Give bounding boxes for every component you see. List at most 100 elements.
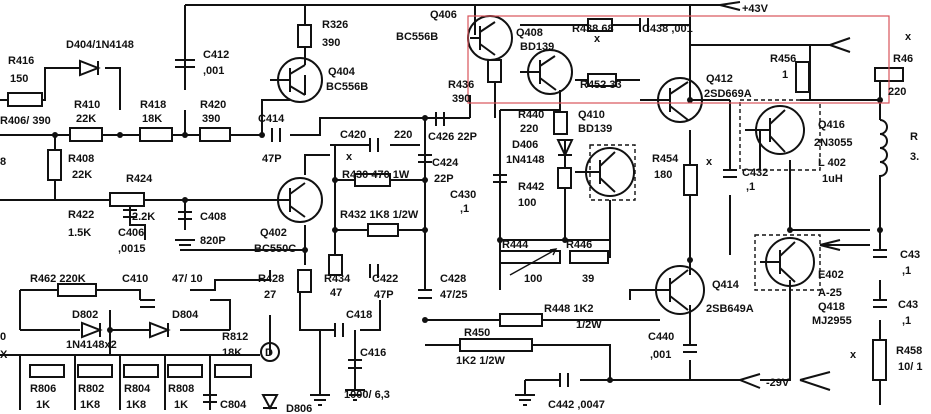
resistor-r806 bbox=[29, 364, 65, 378]
label-r422-ref: R422 bbox=[68, 209, 94, 221]
label-r440-value: 220 bbox=[520, 123, 538, 135]
label-r442-ref: R442 bbox=[518, 181, 544, 193]
label-c416-value: 1000/ 6,3 bbox=[344, 389, 390, 401]
resistor-r428 bbox=[297, 269, 312, 293]
label-r416-ref: R416 bbox=[8, 55, 34, 67]
label-r448-ref: R448 1K2 bbox=[544, 303, 594, 315]
label-q408-ref: Q408 bbox=[516, 27, 543, 39]
label-r450-ref: R450 bbox=[464, 327, 490, 339]
label-r428-ref: R428 bbox=[258, 273, 284, 285]
label-c440-value: ,001 bbox=[650, 349, 671, 361]
label-r418-ref: R418 bbox=[140, 99, 166, 111]
label-d404: D404/1N4148 bbox=[66, 39, 134, 51]
label-r428-value: 27 bbox=[264, 289, 276, 301]
transistor-q418 bbox=[760, 237, 815, 287]
label-c406-a: 2.2K bbox=[132, 211, 155, 223]
resistor-r420 bbox=[199, 127, 231, 142]
label-c410-ref: C410 bbox=[122, 273, 148, 285]
label-r446-value: 39 bbox=[582, 273, 594, 285]
resistor-r462 bbox=[57, 283, 97, 297]
label-q416-ref: Q416 bbox=[818, 119, 845, 131]
label-r812-ref: R812 bbox=[222, 331, 248, 343]
transistor-q412 bbox=[640, 77, 703, 123]
pot-arrow-r444 bbox=[509, 248, 558, 276]
resistor-r408 bbox=[47, 149, 62, 181]
ground-symbols bbox=[175, 239, 535, 406]
capacitor-c418 bbox=[334, 323, 344, 337]
resistor-r326 bbox=[297, 24, 312, 48]
resistor-r454 bbox=[683, 164, 698, 196]
capacitor-c438 bbox=[639, 18, 649, 32]
label-d802: D802 bbox=[72, 309, 98, 321]
labels: +43V -29V R416 150 D404/1N4148 C412 ,001… bbox=[0, 3, 922, 414]
label-r808-ref: R808 bbox=[168, 383, 194, 395]
capacitor-c414 bbox=[271, 128, 281, 142]
label-x-mark-1: x bbox=[594, 33, 601, 45]
label-c418: C418 bbox=[346, 309, 372, 321]
label-x-mark-3: x bbox=[346, 151, 353, 163]
diode-d804 bbox=[149, 321, 171, 339]
label-e402-value: A-25 bbox=[818, 287, 842, 299]
label-r418-value: 18K bbox=[142, 113, 162, 125]
transistor-q402 bbox=[277, 177, 323, 223]
label-r326-ref: R326 bbox=[322, 19, 348, 31]
label-c438: C438 ,001 bbox=[642, 23, 693, 35]
label-q410-value: BD139 bbox=[578, 123, 612, 135]
transistor-q406 bbox=[467, 15, 513, 61]
rail-positive-label: +43V bbox=[742, 3, 769, 15]
label-d406-value: 1N4148 bbox=[506, 154, 545, 166]
resistor-r456 bbox=[795, 61, 810, 93]
label-c428-value: 47/25 bbox=[440, 289, 468, 301]
label-r458-value: 10/ 1 bbox=[898, 361, 922, 373]
label-c430-value: ,1 bbox=[460, 203, 469, 215]
diode-d404 bbox=[79, 59, 101, 77]
capacitor-c422 bbox=[369, 264, 379, 278]
label-r438: R438 68 bbox=[572, 23, 614, 35]
label-r410-ref: R410 bbox=[74, 99, 100, 111]
label-c426: C426 22P bbox=[428, 131, 477, 143]
label-r802-value: 1K8 bbox=[80, 399, 100, 411]
capacitor-c440 bbox=[683, 344, 697, 353]
selection-highlight bbox=[467, 15, 890, 104]
resistor-r812 bbox=[214, 364, 252, 378]
label-r456-ref: R456 bbox=[770, 53, 796, 65]
label-r416-value: 150 bbox=[10, 73, 28, 85]
resistor-r450 bbox=[459, 338, 533, 352]
label-r410-value: 22K bbox=[76, 113, 96, 125]
label-c408-value: 820P bbox=[200, 235, 226, 247]
capacitor-c406 bbox=[123, 209, 137, 218]
label-c422-value: 47P bbox=[374, 289, 394, 301]
test-point-d bbox=[260, 342, 280, 362]
label-r436-ref: R436 bbox=[448, 79, 474, 91]
label-r462: R462 220K bbox=[30, 273, 86, 285]
resistor-r434 bbox=[328, 254, 343, 276]
label-r442-value: 100 bbox=[518, 197, 536, 209]
label-q412-ref: Q412 bbox=[706, 73, 733, 85]
resistor-r418 bbox=[139, 127, 173, 142]
label-r804-ref: R804 bbox=[124, 383, 151, 395]
label-q410-ref: Q410 bbox=[578, 109, 605, 121]
resistor-r802 bbox=[77, 364, 113, 378]
label-r420-ref: R420 bbox=[200, 99, 226, 111]
label-c424-ref: C424 bbox=[432, 157, 459, 169]
capacitor-c804 bbox=[203, 394, 217, 403]
capacitor-c412 bbox=[175, 59, 195, 68]
label-d406-ref: D406 bbox=[512, 139, 538, 151]
label-r802-ref: R802 bbox=[78, 383, 104, 395]
label-r3-ref: R bbox=[910, 131, 918, 143]
label-q402-value: BC550C bbox=[254, 243, 296, 255]
capacitor-c410 bbox=[140, 299, 155, 308]
label-r458-ref: R458 bbox=[896, 345, 922, 357]
label-left-cut-b: 0 bbox=[0, 331, 6, 343]
capacitor-c424 bbox=[418, 154, 432, 163]
capacitor-c430 bbox=[493, 174, 507, 183]
label-r436-value: 390 bbox=[452, 93, 470, 105]
inductor-l402 bbox=[879, 119, 888, 177]
label-c414-value: 47P bbox=[262, 153, 282, 165]
dashed-enclosures bbox=[589, 99, 821, 291]
label-r46-value: 220 bbox=[888, 86, 906, 98]
label-c430-ref: C430 bbox=[450, 189, 476, 201]
label-c43b-ref: C43 bbox=[898, 299, 918, 311]
transistor-q414 bbox=[655, 265, 705, 315]
label-q404-value: BC556B bbox=[326, 81, 368, 93]
